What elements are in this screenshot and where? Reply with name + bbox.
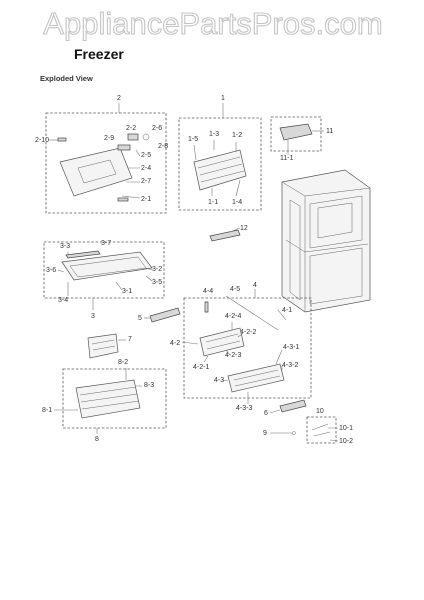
callout-2-7: 2-7 (141, 178, 151, 185)
callout-5: 5 (138, 315, 142, 322)
group-1-assembly: 1 1-5 1-3 1-2 1-1 1-4 (178, 95, 262, 211)
callout-4-3: 4-3 (214, 377, 224, 384)
callout-2-4: 2-4 (141, 165, 151, 172)
group-8-assembly: 8-2 8-3 8-1 8 (42, 359, 167, 443)
callout-4-1: 4-1 (282, 307, 292, 314)
callout-11: 11 (326, 128, 333, 135)
group-11-assembly: 11 11-1 (270, 116, 333, 162)
watermark-text: AppliancePartsPros.com (43, 6, 382, 41)
group-2-frame (45, 112, 167, 214)
group-3-assembly: 3-3 3-7 3-6 3-2 3-1 3-5 3-4 3 (43, 240, 165, 320)
part-8-basket (75, 379, 141, 419)
part-2-2 (127, 133, 139, 141)
callout-3-3: 3-3 (60, 243, 70, 250)
callout-6: 6 (264, 410, 268, 417)
watermark-logo: AppliancePartsPros.com (43, 5, 384, 41)
callout-2-10: 2-10 (35, 137, 49, 144)
callout-10-2: 10-2 (339, 438, 353, 445)
callout-1-2: 1-2 (232, 132, 242, 139)
callout-1-3: 1-3 (209, 131, 219, 138)
callout-2-8: 2-8 (158, 143, 168, 150)
callout-2-9: 2-9 (104, 135, 114, 142)
callout-8-3: 8-3 (144, 382, 154, 389)
callout-4-3-3: 4-3-3 (236, 405, 252, 412)
callout-12: 12 (240, 225, 248, 232)
group-4-frame (183, 297, 312, 399)
part-7: 7 (87, 333, 132, 359)
callout-2: 2 (117, 95, 121, 102)
group-3-frame (43, 241, 165, 299)
group-1-frame (178, 117, 262, 211)
callout-2-5: 2-5 (141, 152, 151, 159)
group-8-frame (62, 368, 167, 429)
callout-4-4: 4-4 (203, 288, 213, 295)
callout-1-1: 1-1 (208, 199, 218, 206)
callout-3-1: 3-1 (122, 288, 132, 295)
callout-11-1: 11-1 (280, 155, 294, 162)
callout-8-2: 8-2 (118, 359, 128, 366)
callout-3-7: 3-7 (101, 240, 111, 247)
group-11-frame (270, 116, 322, 152)
callout-4: 4 (253, 282, 257, 289)
callout-3-6: 3-6 (46, 267, 56, 274)
callout-1-4: 1-4 (232, 199, 242, 206)
part-6: 6 (264, 399, 307, 417)
part-2-panel (59, 147, 133, 197)
callout-10-1: 10-1 (339, 425, 353, 432)
group-2-assembly: 2 2-10 2-2 2-6 2-9 2-8 2-3 2-5 2-4 2-7 2… (35, 95, 168, 214)
group-10-assembly: 10 10-1 10-2 (306, 408, 353, 445)
freezer-cabinet (281, 169, 371, 313)
callout-4-3-1: 4-3-1 (283, 344, 299, 351)
part-3-drawer (61, 251, 153, 281)
group-4-assembly: 4-4 4-5 4 4-2-4 4-1 4-2 4-2-2 4-2-1 4-2-… (170, 282, 312, 412)
part-5: 5 (138, 307, 181, 323)
callout-8-1: 8-1 (42, 407, 52, 414)
page-title: Freezer (74, 46, 124, 62)
callout-1-5: 1-5 (188, 136, 198, 143)
callout-2-6: 2-6 (152, 125, 162, 132)
part-2-10 (57, 137, 67, 142)
callout-4-2-3: 4-2-3 (225, 352, 241, 359)
callout-10: 10 (316, 408, 324, 415)
callout-1: 1 (221, 95, 225, 102)
page-subtitle: Exploded View (40, 74, 93, 83)
group-10-frame (306, 416, 337, 444)
callout-3: 3 (91, 313, 95, 320)
part-9: 9 (263, 430, 296, 437)
callout-4-2-4: 4-2-4 (225, 313, 241, 320)
part-12: 12 (209, 225, 248, 242)
callout-4-3-2: 4-3-2 (282, 362, 298, 369)
callout-4-5: 4-5 (230, 286, 240, 293)
part-11 (279, 123, 313, 141)
callout-4-2-2: 4-2-2 (240, 329, 256, 336)
callout-4-2: 4-2 (170, 340, 180, 347)
callout-9: 9 (263, 430, 267, 437)
callout-2-1: 2-1 (141, 196, 151, 203)
callout-3-2: 3-2 (152, 266, 162, 273)
callout-2-2: 2-2 (126, 125, 136, 132)
callout-3-5: 3-5 (152, 279, 162, 286)
callout-7: 7 (128, 336, 132, 343)
callout-4-2-1: 4-2-1 (193, 364, 209, 371)
part-4-3 (227, 363, 285, 393)
callout-8: 8 (95, 436, 99, 443)
callout-3-4: 3-4 (58, 297, 68, 304)
